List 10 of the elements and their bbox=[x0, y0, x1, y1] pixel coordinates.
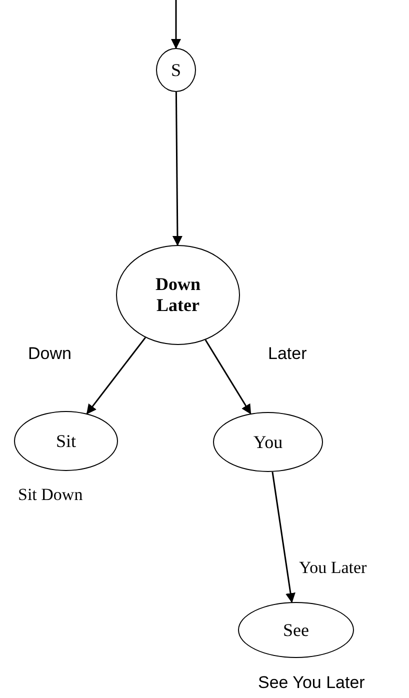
arrow bbox=[171, 0, 181, 49]
node-text: Down Later bbox=[154, 274, 202, 316]
node-text: S bbox=[170, 60, 181, 80]
node-text: Sit bbox=[56, 430, 76, 452]
arrow bbox=[204, 339, 252, 414]
node-text: You bbox=[253, 432, 283, 452]
arrow bbox=[172, 92, 182, 246]
ellipse-node bbox=[156, 48, 196, 92]
arrow bbox=[86, 337, 146, 414]
node-text: See bbox=[283, 620, 309, 640]
